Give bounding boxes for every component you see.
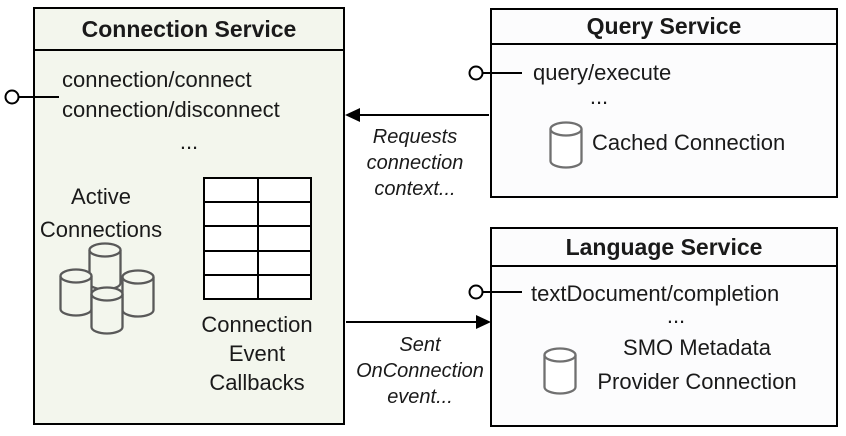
table-cell (258, 203, 310, 226)
language-service-title: Language Service (492, 229, 836, 267)
connection-event-callbacks-label: Connection Event Callbacks (201, 312, 313, 395)
table-cell (258, 227, 310, 250)
request-arrow (345, 108, 489, 122)
table-cell (258, 275, 310, 298)
requests-connection-context-label: Requests connection context... (366, 126, 464, 200)
query-service-ellipsis: ... (589, 84, 609, 109)
connection-service-ellipsis: ... (179, 129, 199, 154)
table-cell (205, 203, 257, 226)
table-cell (258, 179, 310, 202)
cached-connection-label: Cached Connection (592, 130, 786, 155)
database-cylinder-icon (549, 121, 583, 169)
event-arrow (346, 315, 491, 329)
query-service-title: Query Service (492, 10, 836, 45)
table-cell (205, 179, 257, 202)
table-cell (205, 227, 257, 250)
connection-service-methods: connection/connect connection/disconnect (62, 67, 280, 122)
language-service-method: textDocument/completion (531, 281, 780, 306)
language-service-ellipsis: ... (666, 303, 686, 328)
database-cluster-icon (56, 241, 156, 337)
sent-onconnection-event-label: Sent OnConnection event... (356, 334, 484, 408)
table-cell (205, 251, 257, 274)
query-service-box: Query Service query/execute ... Cached C… (490, 8, 838, 198)
callback-table-grid-icon (203, 177, 312, 300)
language-service-box: Language Service textDocument/completion… (490, 227, 838, 427)
table-cell (205, 275, 257, 298)
database-cylinder-icon (543, 347, 577, 395)
active-connections-label: Active Connections (39, 184, 163, 242)
smo-metadata-connection-label: SMO Metadata Provider Connection (597, 335, 797, 394)
connection-service-title: Connection Service (35, 9, 343, 51)
query-service-method: query/execute (533, 60, 672, 85)
table-cell (258, 251, 310, 274)
connection-service-box: Connection Service connection/connect co… (33, 7, 345, 425)
